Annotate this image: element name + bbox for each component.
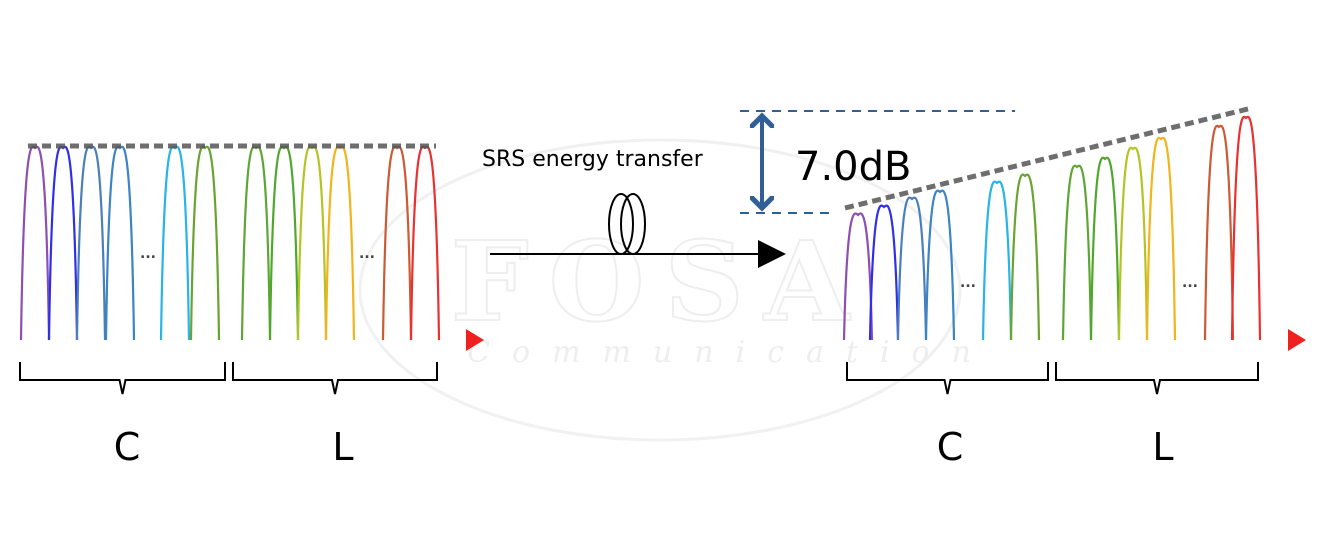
band-brace (232, 362, 438, 395)
axis-arrow-icon (466, 329, 484, 351)
ellipsis-c-right: ... (960, 275, 976, 291)
c-band-label-left: C (114, 425, 141, 469)
channel-peak (409, 145, 441, 341)
band-brace (1055, 362, 1259, 395)
srs-energy-transfer-label: SRS energy transfer (482, 147, 704, 172)
channel-peak (924, 189, 956, 341)
channel-peak (1145, 136, 1177, 341)
output-spectrum (838, 105, 1306, 395)
channel-peak (868, 204, 900, 341)
tilt-indicator (740, 110, 1015, 214)
channel-peak (1061, 164, 1093, 341)
watermark-brand: FOSA (451, 217, 870, 346)
channel-peak (324, 145, 356, 341)
channel-peak (47, 145, 79, 341)
ellipsis-l-left: ... (359, 246, 375, 262)
tilt-value-label: 7.0dB (795, 144, 911, 190)
channel-peak (189, 145, 221, 341)
channel-peak (1203, 124, 1235, 341)
channel-peak (381, 145, 413, 341)
band-brace (846, 362, 1049, 395)
c-band-label-right: C (937, 425, 964, 469)
watermark-logo: FOSA Communication (358, 138, 971, 442)
ellipsis-c-left: ... (140, 246, 156, 262)
channel-peak (981, 180, 1013, 341)
axis-arrow-icon (1288, 329, 1306, 351)
channel-peak (1089, 156, 1121, 341)
channel-peak (1117, 146, 1149, 341)
channel-peak (842, 212, 874, 341)
ellipsis-l-right: ... (1182, 275, 1198, 291)
fiber-coil-icon (608, 193, 646, 255)
channel-peak (75, 145, 107, 341)
channel-peak (896, 196, 928, 341)
channel-peak (296, 145, 328, 341)
channel-peak (268, 145, 300, 341)
l-band-label-right: L (1152, 425, 1173, 469)
arrow-head-icon (758, 240, 786, 268)
input-spectrum (19, 143, 484, 395)
channel-peak (19, 145, 51, 341)
channel-peak (1009, 173, 1041, 341)
fiber-transfer-arrow (490, 193, 786, 268)
channel-peak (104, 145, 136, 341)
l-band-label-left: L (332, 425, 353, 469)
channel-peak (159, 145, 191, 341)
channel-peak (1230, 115, 1262, 341)
channel-peak (240, 145, 272, 341)
band-brace (19, 362, 226, 395)
